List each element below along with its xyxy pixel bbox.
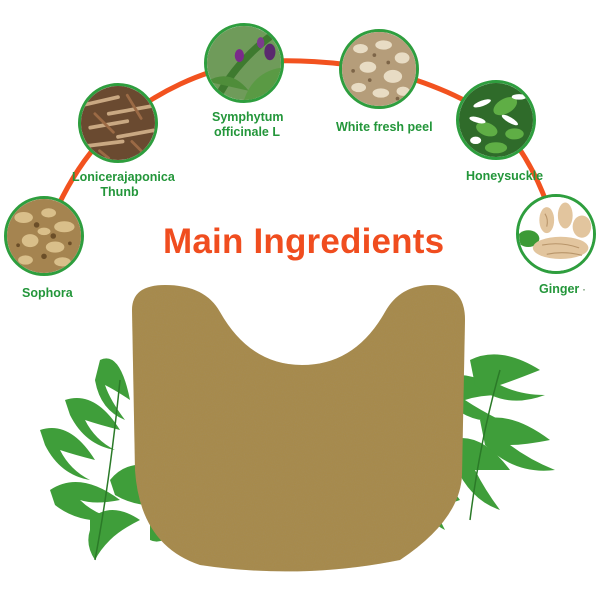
ingredient-name: White fresh peel xyxy=(336,120,433,134)
ingredient-name: Ginger xyxy=(539,282,580,296)
ingredient-circle-honeysuckle xyxy=(456,80,536,160)
ingredient-circle-ginger xyxy=(516,194,596,274)
ingredient-name-line2: officinale L xyxy=(214,125,280,139)
ingredient-label-white-fresh-peel: White fresh peel xyxy=(336,120,433,135)
ingredient-circle-symphytum xyxy=(204,23,284,103)
ingredient-suffix: · xyxy=(582,285,586,295)
page-title: Main Ingredients xyxy=(163,222,445,261)
ingredient-name: Sophora xyxy=(22,286,73,300)
ingredient-name: Honeysuckle xyxy=(466,169,544,183)
ginger-root-icon xyxy=(519,197,593,271)
ingredient-label-symphytum: Symphytum officinale L xyxy=(212,110,284,140)
white-peel-slices-icon xyxy=(342,32,416,106)
ingredient-name: Lonicerajaponica xyxy=(72,170,175,184)
ingredient-label-sophora: Sophora xyxy=(22,286,73,301)
ingredient-label-honeysuckle: Honeysuckle xyxy=(466,169,543,184)
ingredient-circle-sophora xyxy=(4,196,84,276)
ingredient-name-line2: Thunb xyxy=(100,185,139,199)
ingredient-circle-white-fresh-peel xyxy=(339,29,419,109)
sophora-root-slices-icon xyxy=(7,199,81,273)
ingredient-label-lonicera: Lonicerajaponica Thunb xyxy=(72,170,175,200)
honeysuckle-flower-icon xyxy=(459,83,533,157)
ingredient-name: Symphytum xyxy=(212,110,284,124)
ingredient-label-ginger: Ginger · xyxy=(539,282,586,298)
ingredient-circle-lonicera xyxy=(78,83,158,163)
symphytum-plant-icon xyxy=(207,26,281,100)
